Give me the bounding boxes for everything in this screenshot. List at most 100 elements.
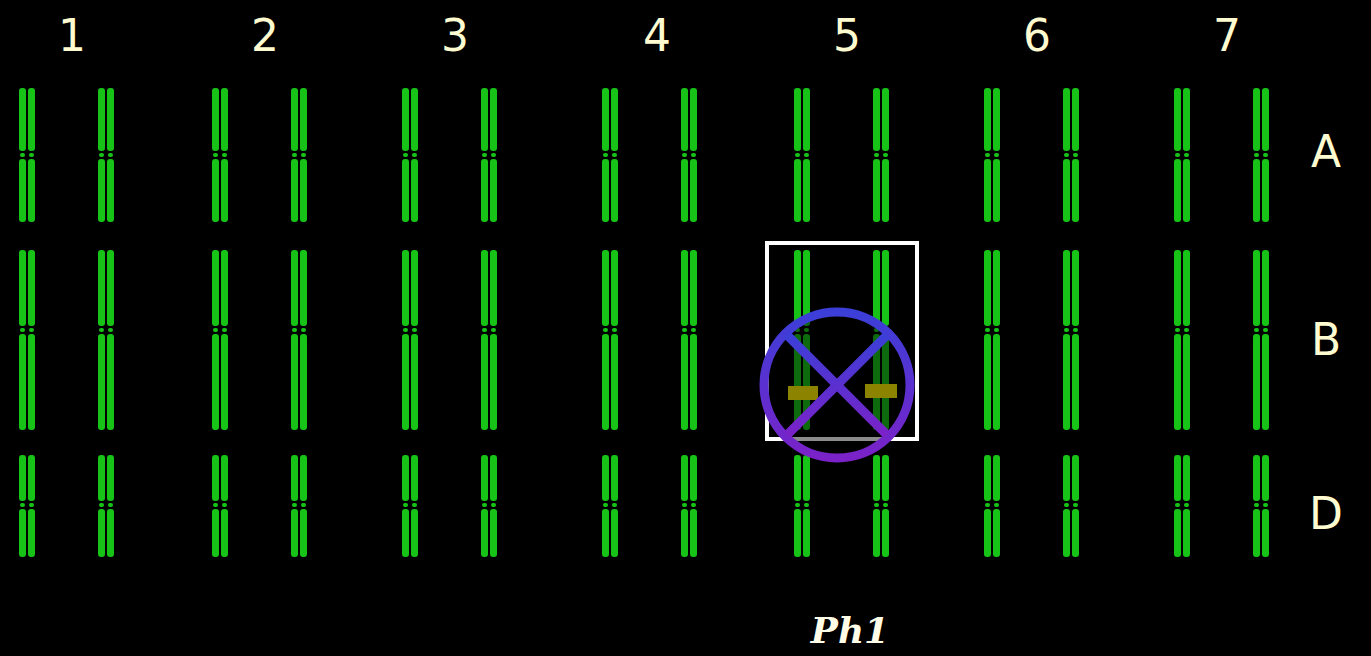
centromere: [108, 503, 113, 507]
chromosome-number: 4: [643, 14, 671, 58]
chromatid-arm: [28, 334, 35, 430]
chromatid-arm: [402, 455, 409, 501]
chromosome: [402, 250, 418, 430]
chromatid-arm: [402, 88, 409, 151]
centromere: [1175, 503, 1180, 507]
chromatid-arm: [873, 509, 880, 557]
chromatid-arm: [1063, 250, 1070, 326]
chromatid-arm: [882, 455, 889, 501]
chromatid-arm: [1262, 455, 1269, 501]
centromere: [985, 328, 990, 332]
chromatid-arm: [107, 159, 114, 222]
centromere: [213, 328, 218, 332]
centromere: [603, 328, 608, 332]
centromere: [691, 328, 696, 332]
centromere: [491, 503, 496, 507]
chromatid-arm: [690, 159, 697, 222]
chromatid-arm: [402, 509, 409, 557]
centromere: [99, 328, 104, 332]
chromatid-arm: [221, 334, 228, 430]
chromatid-arm: [19, 250, 26, 326]
chromatid-arm: [993, 334, 1000, 430]
centromere: [292, 503, 297, 507]
centromere: [1073, 503, 1078, 507]
chromatid-arm: [1253, 455, 1260, 501]
chromosome: [984, 250, 1000, 430]
centromere: [213, 503, 218, 507]
chromatid-arm: [602, 334, 609, 430]
chromatid-arm: [19, 509, 26, 557]
chromatid-arm: [481, 455, 488, 501]
chromatid-arm: [681, 88, 688, 151]
chromatid-arm: [28, 250, 35, 326]
centromere: [682, 503, 687, 507]
chromatid-arm: [1063, 159, 1070, 222]
chromatid-arm: [1262, 509, 1269, 557]
chromatid-arm: [402, 334, 409, 430]
chromatid-arm: [1262, 334, 1269, 430]
chromatid-arm: [690, 88, 697, 151]
chromatid-arm: [882, 250, 889, 326]
centromere: [403, 503, 408, 507]
chromatid-arm: [221, 250, 228, 326]
chromatid-arm: [300, 250, 307, 326]
chromatid-arm: [794, 88, 801, 151]
chromatid-arm: [1063, 455, 1070, 501]
centromere: [301, 328, 306, 332]
chromatid-arm: [1183, 88, 1190, 151]
centromere: [222, 503, 227, 507]
chromosome: [481, 455, 497, 557]
chromatid-arm: [1183, 334, 1190, 430]
chromatid-arm: [300, 88, 307, 151]
chromatid-arm: [984, 334, 991, 430]
centromere: [1175, 328, 1180, 332]
chromosome: [98, 455, 114, 557]
centromere: [691, 503, 696, 507]
chromosome: [1063, 250, 1079, 430]
centromere: [301, 503, 306, 507]
centromere: [612, 503, 617, 507]
chromatid-arm: [411, 250, 418, 326]
chromatid-arm: [681, 250, 688, 326]
deletion-symbol: [764, 312, 910, 458]
chromatid-arm: [490, 509, 497, 557]
chromatid-arm: [291, 250, 298, 326]
chromatid-arm: [690, 455, 697, 501]
chromosome: [681, 250, 697, 430]
chromatid-arm: [681, 334, 688, 430]
chromatid-arm: [402, 250, 409, 326]
chromosome: [602, 88, 618, 222]
chromosome-number: 2: [251, 14, 279, 58]
chromatid-arm: [1174, 334, 1181, 430]
chromatid-arm: [411, 509, 418, 557]
centromere: [108, 328, 113, 332]
chromatid-arm: [19, 88, 26, 151]
centromere: [29, 503, 34, 507]
chromatid-arm: [1072, 455, 1079, 501]
centromere: [1263, 328, 1268, 332]
centromere: [1064, 328, 1069, 332]
chromatid-arm: [1183, 455, 1190, 501]
chromatid-arm: [803, 509, 810, 557]
chromosome-number: 3: [441, 14, 469, 58]
chromatid-arm: [794, 455, 801, 501]
chromatid-arm: [212, 250, 219, 326]
chromatid-arm: [19, 159, 26, 222]
chromatid-arm: [291, 159, 298, 222]
chromosome: [1253, 250, 1269, 430]
centromere: [1184, 153, 1189, 157]
chromatid-arm: [602, 250, 609, 326]
chromatid-arm: [611, 159, 618, 222]
chromatid-arm: [300, 334, 307, 430]
chromatid-arm: [490, 455, 497, 501]
chromatid-arm: [107, 250, 114, 326]
chromosome: [481, 88, 497, 222]
chromatid-arm: [98, 159, 105, 222]
chromatid-arm: [611, 334, 618, 430]
chromatid-arm: [984, 250, 991, 326]
chromatid-arm: [873, 88, 880, 151]
chromatid-arm: [411, 88, 418, 151]
centromere: [29, 153, 34, 157]
chromatid-arm: [681, 159, 688, 222]
